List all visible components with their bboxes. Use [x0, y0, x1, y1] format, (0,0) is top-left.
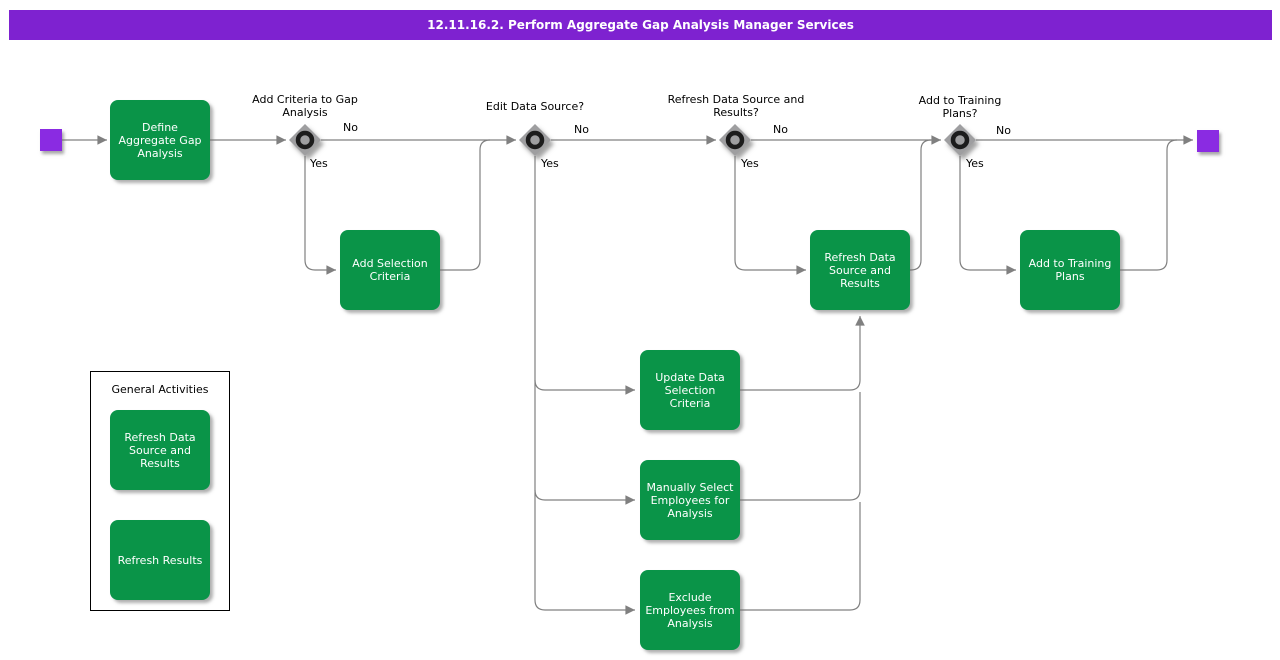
edge-training-return: [1120, 139, 1178, 271]
activity-label: Refresh Data Source and Results: [124, 430, 196, 470]
decision-ring-icon: [950, 130, 970, 150]
branch-label-no: No: [996, 124, 1011, 137]
decision-question-edit-data-source: Edit Data Source?: [485, 100, 585, 113]
decision-question-refresh-data-source: Refresh Data Source and Results?: [667, 93, 805, 119]
edge-exclude-to-collector: [740, 502, 861, 611]
activity-box-refresh-data-source-and-results[interactable]: Refresh Data Source and Results: [810, 230, 910, 310]
activity-label: Define Aggregate Gap Analysis: [118, 120, 202, 160]
activity-box-define-aggregate-gap-analysis[interactable]: Define Aggregate Gap Analysis: [110, 100, 210, 180]
branch-label-no: No: [343, 121, 358, 134]
diagram-title: 12.11.16.2. Perform Aggregate Gap Analys…: [427, 18, 854, 32]
decision-node-refresh-data-source: [719, 124, 751, 156]
activity-box-general-refresh-data-source[interactable]: Refresh Data Source and Results: [110, 410, 210, 490]
branch-label-yes: Yes: [541, 157, 559, 170]
activity-box-add-to-training-plans[interactable]: Add to Training Plans: [1020, 230, 1120, 310]
edge-decision2-yes-to-exclude: [534, 156, 635, 615]
activity-label: Update Data Selection Criteria: [655, 370, 725, 410]
activity-label: Add to Training Plans: [1028, 257, 1112, 283]
general-activities-title: General Activities: [111, 383, 209, 396]
activity-label: Refresh Data Source and Results: [824, 250, 896, 290]
start-node: [40, 129, 62, 151]
diagram-title-bar: 12.11.16.2. Perform Aggregate Gap Analys…: [9, 10, 1272, 40]
decision-ring-icon: [295, 130, 315, 150]
activity-label: Refresh Results: [117, 553, 203, 567]
decision-question-add-criteria: Add Criteria to Gap Analysis: [252, 93, 358, 119]
branch-label-yes: Yes: [966, 157, 984, 170]
decision-ring-icon: [725, 130, 745, 150]
decision-node-edit-data-source: [519, 124, 551, 156]
edge-branch-to-update-data: [534, 379, 635, 395]
activity-label: Add Selection Criteria: [352, 257, 428, 283]
activity-box-update-data-selection-criteria[interactable]: Update Data Selection Criteria: [640, 350, 740, 430]
edge-add-selection-return: [440, 139, 491, 271]
branch-label-no: No: [773, 123, 788, 136]
edge-decision1-yes-to-add-selection: [304, 156, 337, 275]
activity-box-add-selection-criteria[interactable]: Add Selection Criteria: [340, 230, 440, 310]
edge-update-data-to-refresh: [740, 315, 865, 391]
activity-box-exclude-employees[interactable]: Exclude Employees from Analysis: [640, 570, 740, 650]
activity-box-manually-select-employees[interactable]: Manually Select Employees for Analysis: [640, 460, 740, 540]
connector-lines: [62, 135, 1193, 615]
end-node: [1197, 130, 1219, 152]
branch-label-yes: Yes: [310, 157, 328, 170]
decision-question-add-to-training: Add to Training Plans?: [918, 94, 1002, 120]
decision-node-add-to-training: [944, 124, 976, 156]
edge-manually-select-to-collector: [740, 392, 861, 501]
edge-decision3-yes-to-refresh: [734, 156, 806, 275]
activity-label: Exclude Employees from Analysis: [645, 590, 735, 630]
edge-decision4-yes-to-training: [959, 156, 1016, 275]
activity-label: Manually Select Employees for Analysis: [646, 480, 734, 520]
branch-label-no: No: [574, 123, 589, 136]
decision-ring-icon: [525, 130, 545, 150]
activity-box-general-refresh-results[interactable]: Refresh Results: [110, 520, 210, 600]
decision-node-add-criteria: [289, 124, 321, 156]
edge-refresh-return: [910, 139, 932, 271]
edge-branch-to-manually-select: [534, 489, 635, 505]
branch-label-yes: Yes: [741, 157, 759, 170]
